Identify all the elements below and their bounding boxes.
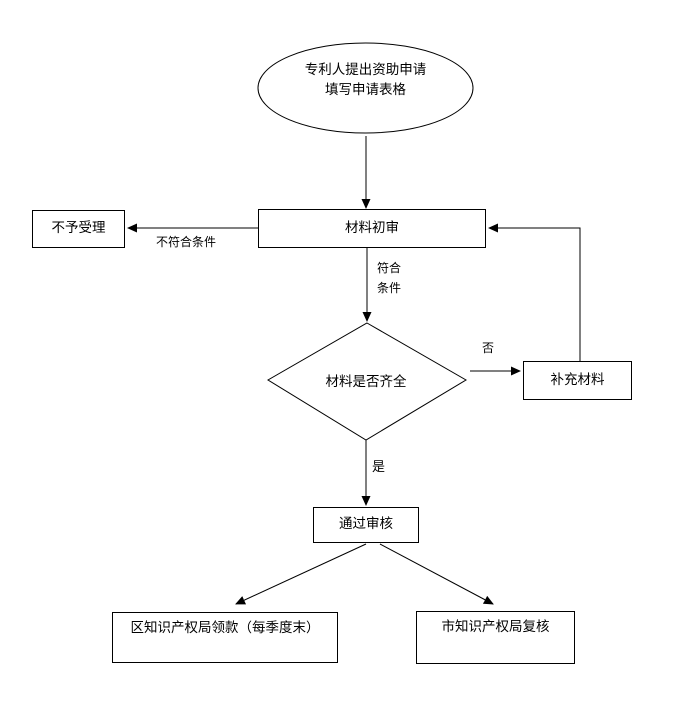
start-node-line1: 专利人提出资助申请	[304, 62, 427, 78]
edge-label-yes: 是	[372, 460, 386, 475]
node-initial-review: 材料初审	[258, 209, 486, 248]
node-city-label: 市知识产权局复核	[441, 619, 550, 635]
node-decision-label: 材料是否齐全	[325, 374, 407, 390]
node-district: 区知识产权局领款（每季度末）	[112, 612, 338, 663]
start-node-label: 专利人提出资助申请 填写申请表格	[245, 60, 486, 100]
connector-pass-to-city	[380, 544, 494, 605]
node-pass-label: 通过审核	[339, 516, 393, 533]
node-pass: 通过审核	[313, 507, 419, 543]
edge-label-not-qualified: 不符合条件	[156, 235, 217, 249]
node-supplement-label: 补充材料	[550, 371, 605, 388]
start-node-line2: 填写申请表格	[325, 82, 406, 98]
node-district-label: 区知识产权局领款（每季度末）	[130, 620, 320, 636]
node-reject: 不予受理	[32, 210, 125, 248]
edge-label-qualified: 符合 条件	[377, 258, 401, 298]
node-initial-review-label: 材料初审	[345, 219, 399, 236]
node-reject-label: 不予受理	[51, 220, 106, 237]
edge-label-no: 否	[482, 341, 495, 355]
edge-label-qualified-line1: 符合	[377, 261, 402, 275]
connector-supplement-to-review	[488, 223, 580, 361]
edge-label-qualified-line2: 条件	[377, 281, 402, 295]
connector-pass-to-district	[235, 544, 366, 604]
node-supplement: 补充材料	[523, 361, 632, 400]
node-city: 市知识产权局复核	[416, 611, 575, 664]
start-ellipse	[258, 43, 473, 133]
